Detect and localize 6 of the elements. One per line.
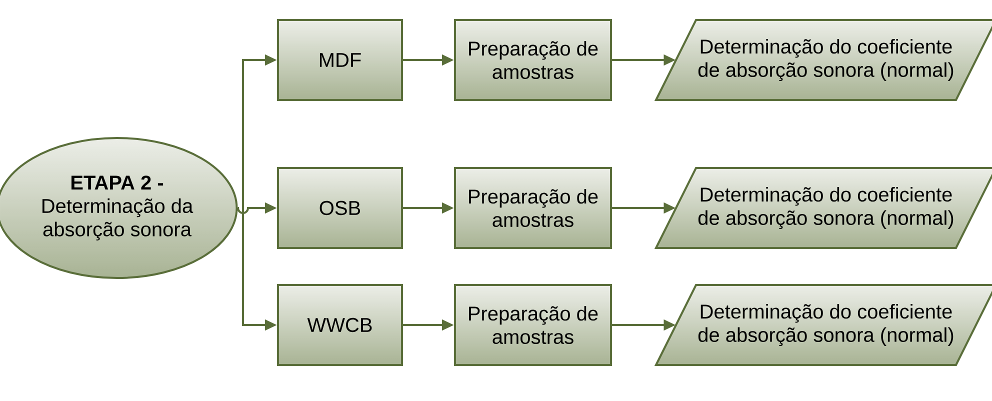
process-box: Preparação de amostras [454,284,612,366]
process-box: OSB [277,167,403,249]
process-box: WWCB [277,284,403,366]
process-box: Preparação de amostras [454,167,612,249]
process-box: Preparação de amostras [454,19,612,101]
process-box: MDF [277,19,403,101]
